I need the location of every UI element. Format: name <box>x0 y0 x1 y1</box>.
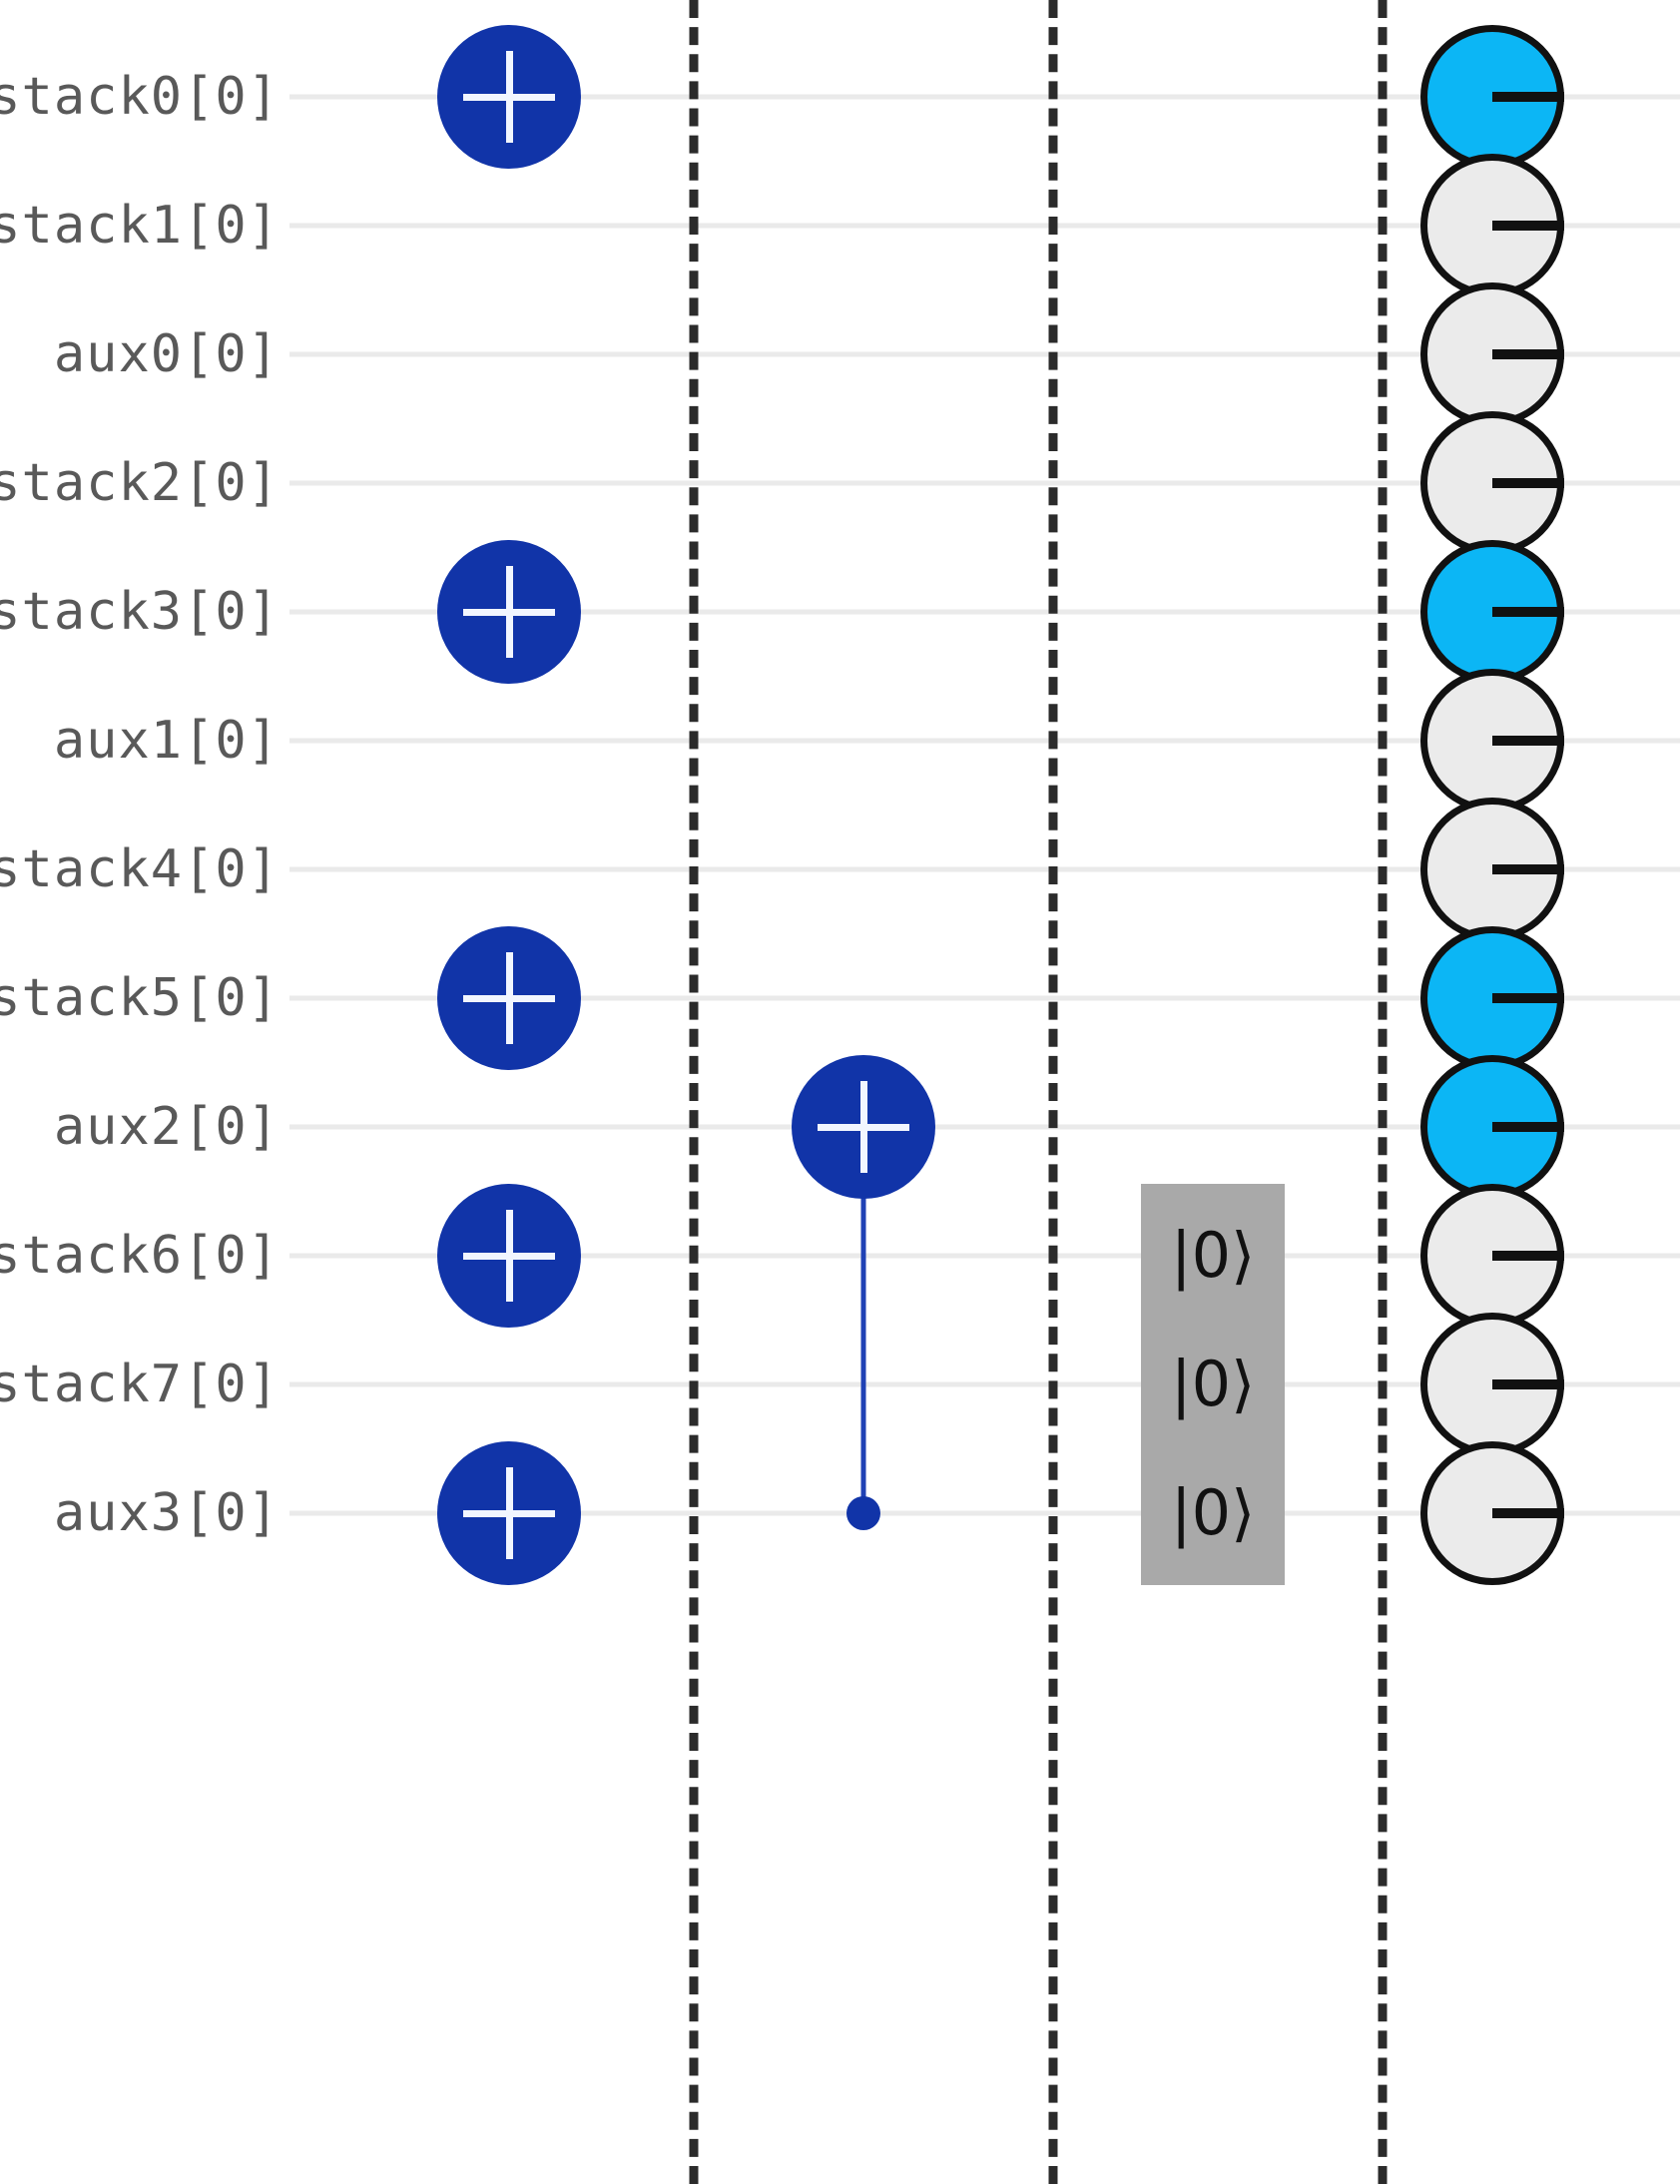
qubit-label-aux20: aux2[0] <box>53 1097 280 1157</box>
x-gate-stack30[interactable] <box>437 540 581 684</box>
measure-gate-stack10[interactable] <box>1420 154 1564 297</box>
qubit-wire <box>289 480 1680 486</box>
qubit-label-stack50: stack5[0] <box>0 968 280 1028</box>
qubit-label-aux00: aux0[0] <box>53 324 280 384</box>
qubit-label-stack00: stack0[0] <box>0 67 280 127</box>
reset-gate-aux30[interactable]: |0⟩ <box>1141 1441 1285 1585</box>
x-gate-stack00[interactable] <box>437 25 581 169</box>
qubit-wire <box>289 995 1680 1001</box>
barrier-2 <box>1048 0 1058 2184</box>
qubit-label-stack70: stack7[0] <box>0 1355 280 1414</box>
qubit-wire <box>289 1124 1680 1130</box>
qubit-label-stack60: stack6[0] <box>0 1226 280 1286</box>
qubit-label-aux30: aux3[0] <box>53 1483 280 1543</box>
plus-icon-vertical <box>860 1081 867 1173</box>
cnot-target-aux20[interactable] <box>792 1055 935 1199</box>
qubit-wire <box>289 223 1680 229</box>
measure-needle-icon <box>1492 349 1564 359</box>
measure-needle-icon <box>1492 1251 1564 1261</box>
measure-gate-stack30[interactable] <box>1420 540 1564 684</box>
plus-icon-vertical <box>506 1467 513 1559</box>
qubit-wire <box>289 866 1680 872</box>
cnot-control-line <box>860 1127 866 1513</box>
measure-gate-aux10[interactable] <box>1420 669 1564 813</box>
measure-needle-icon <box>1492 736 1564 746</box>
measure-gate-stack40[interactable] <box>1420 798 1564 941</box>
qubit-label-stack20: stack2[0] <box>0 453 280 513</box>
measure-needle-icon <box>1492 1122 1564 1132</box>
measure-gate-aux30[interactable] <box>1420 1441 1564 1585</box>
barrier-3 <box>1378 0 1388 2184</box>
measure-needle-icon <box>1492 92 1564 102</box>
measure-gate-aux00[interactable] <box>1420 282 1564 426</box>
qubit-wire <box>289 1381 1680 1387</box>
plus-icon-vertical <box>506 1210 513 1302</box>
measure-gate-stack60[interactable] <box>1420 1184 1564 1328</box>
plus-icon-vertical <box>506 952 513 1044</box>
measure-gate-stack50[interactable] <box>1420 926 1564 1070</box>
qubit-wire <box>289 738 1680 744</box>
measure-needle-icon <box>1492 221 1564 231</box>
cnot-control-dot-aux30[interactable] <box>846 1496 880 1530</box>
plus-icon-vertical <box>506 51 513 143</box>
measure-gate-stack20[interactable] <box>1420 411 1564 555</box>
measure-needle-icon <box>1492 1379 1564 1389</box>
measure-needle-icon <box>1492 607 1564 617</box>
measure-gate-aux20[interactable] <box>1420 1055 1564 1199</box>
qubit-wire <box>289 1510 1680 1516</box>
qubit-label-aux10: aux1[0] <box>53 711 280 771</box>
qubit-wire <box>289 94 1680 100</box>
x-gate-stack60[interactable] <box>437 1184 581 1328</box>
barrier-1 <box>689 0 699 2184</box>
plus-icon-vertical <box>506 566 513 658</box>
qubit-wire <box>289 351 1680 357</box>
qubit-wire <box>289 1253 1680 1259</box>
reset-gate-stack60[interactable]: |0⟩ <box>1141 1184 1285 1328</box>
measure-needle-icon <box>1492 1508 1564 1518</box>
qubit-label-stack30: stack3[0] <box>0 582 280 642</box>
measure-gate-stack00[interactable] <box>1420 25 1564 169</box>
qubit-label-stack10: stack1[0] <box>0 196 280 256</box>
measure-needle-icon <box>1492 478 1564 488</box>
measure-gate-stack70[interactable] <box>1420 1313 1564 1456</box>
measure-needle-icon <box>1492 993 1564 1003</box>
x-gate-aux30[interactable] <box>437 1441 581 1585</box>
reset-gate-stack70[interactable]: |0⟩ <box>1141 1313 1285 1456</box>
qubit-label-stack40: stack4[0] <box>0 839 280 899</box>
qubit-wire <box>289 609 1680 615</box>
measure-needle-icon <box>1492 864 1564 874</box>
x-gate-stack50[interactable] <box>437 926 581 1070</box>
